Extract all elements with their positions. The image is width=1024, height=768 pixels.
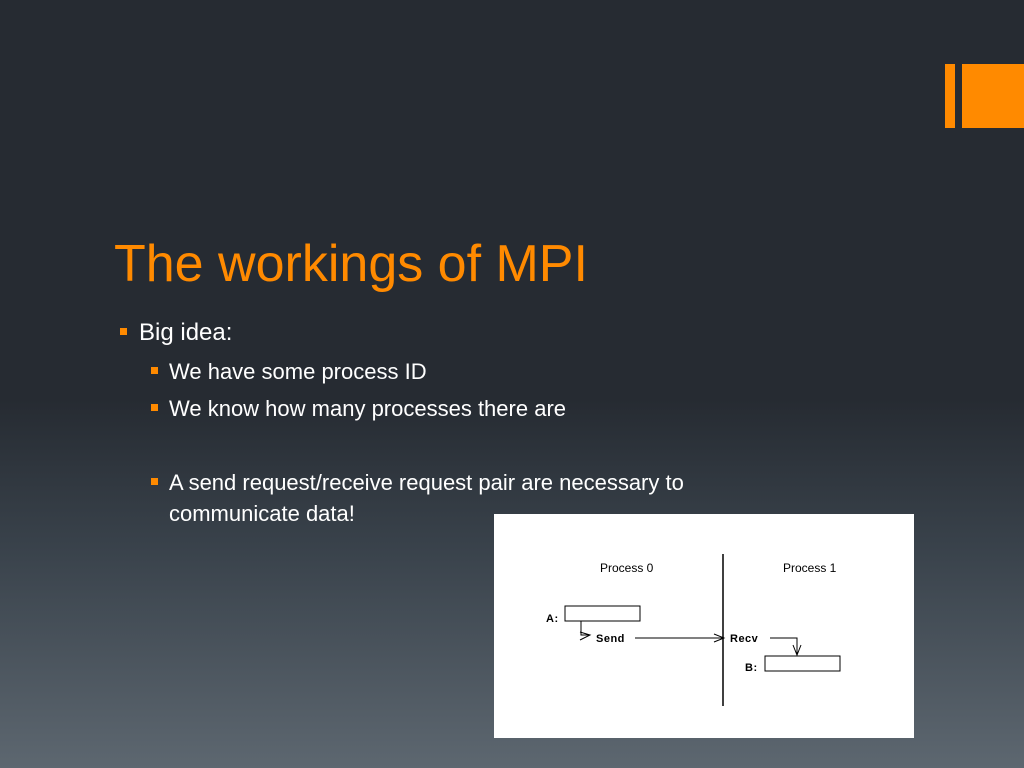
mpi-send-recv-diagram: Process 0 Process 1 A: Send Recv B: — [494, 514, 914, 738]
recv-arrowhead-icon — [713, 633, 726, 643]
buffer-b-connector — [770, 637, 798, 655]
process-0-label: Process 0 — [600, 561, 654, 575]
buffer-a-label: A: — [546, 613, 559, 625]
bullet-square-icon — [151, 404, 158, 411]
bullet-text: We have some process ID — [169, 359, 427, 384]
buffer-b-box — [764, 655, 841, 672]
buffer-a-box — [564, 605, 641, 622]
bullet-square-icon — [120, 328, 127, 335]
send-label: Send — [596, 633, 625, 645]
bullet-process-count: We know how many processes there are — [151, 393, 809, 424]
send-arrowhead-icon — [579, 631, 592, 641]
bullet-text: We know how many processes there are — [169, 396, 566, 421]
buffer-b-label: B: — [745, 662, 758, 674]
process-1-label: Process 1 — [783, 561, 837, 575]
buffer-a-connector — [580, 621, 590, 636]
bullet-square-icon — [151, 367, 158, 374]
slide-title: The workings of MPI — [114, 235, 588, 293]
buffer-b-arrowhead-icon — [792, 644, 802, 657]
bullet-big-idea: Big idea: — [120, 318, 232, 348]
diagram-canvas: Process 0 Process 1 A: Send Recv B: — [546, 554, 841, 706]
bullet-square-icon — [151, 478, 158, 485]
decorative-bar-thin — [945, 64, 955, 128]
bullet-text: Big idea: — [139, 319, 233, 346]
decorative-bar-thick — [962, 64, 1024, 128]
recv-label: Recv — [730, 633, 759, 645]
bullet-process-id: We have some process ID — [151, 356, 809, 387]
